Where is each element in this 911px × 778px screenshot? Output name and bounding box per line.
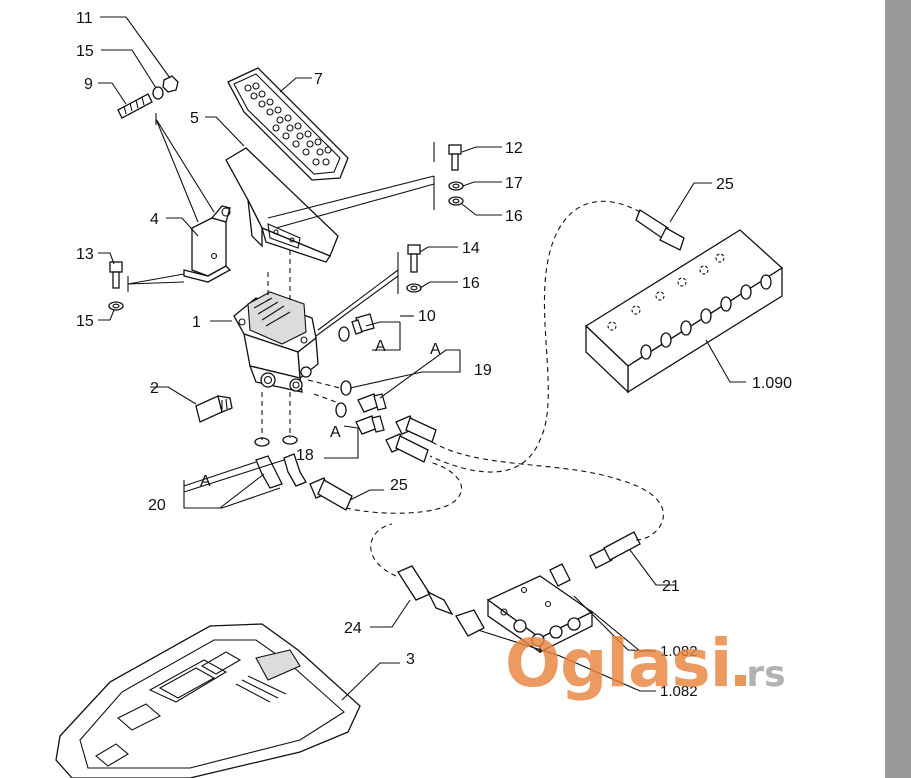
- callout-4: 4: [150, 211, 159, 228]
- callout-25-top: 25: [716, 176, 734, 193]
- callout-labels: 11 15 9 7 5 12 17 16 25 4 13 14 16 15 1 …: [76, 10, 792, 700]
- hydraulic-line: [261, 200, 664, 577]
- callout-17: 17: [505, 175, 523, 192]
- bolt-part: [448, 144, 464, 206]
- callout-1-082-bottom: 1.082: [660, 683, 698, 700]
- callout-21: 21: [662, 578, 680, 595]
- pedal-lever-part: [225, 147, 339, 263]
- callout-2: 2: [150, 380, 159, 397]
- callout-9: 9: [84, 76, 93, 93]
- callout-10: 10: [418, 308, 436, 325]
- valve-block-part: [486, 575, 594, 654]
- callout-16-mid: 16: [462, 275, 480, 292]
- watermark-brand: Oglasi: [505, 625, 732, 702]
- vertical-scrollbar[interactable]: [885, 0, 911, 778]
- callout-11: 11: [76, 10, 93, 27]
- callout-25-bottom: 25: [390, 477, 408, 494]
- hose-end-part: [635, 209, 685, 251]
- callout-14: 14: [462, 240, 480, 257]
- callout-12: 12: [505, 140, 523, 157]
- callout-20: 20: [148, 497, 166, 514]
- bolt-part: [108, 261, 124, 311]
- pedal-plate-part: [227, 67, 349, 181]
- bracket-part: [183, 205, 232, 283]
- fitting-part: [351, 313, 375, 335]
- callout-13: 13: [76, 246, 94, 263]
- callout-1: 1: [192, 314, 201, 331]
- callout-19: 19: [474, 362, 492, 379]
- callout-15-bottom: 15: [76, 313, 94, 330]
- watermark-dot: [735, 675, 747, 686]
- valve-body-part: [233, 291, 319, 393]
- stud-bolt-part: [117, 93, 153, 119]
- hose-end-part: [309, 477, 353, 511]
- callout-A-4: A: [200, 473, 211, 490]
- bolt-part: [406, 244, 422, 293]
- callout-5: 5: [190, 110, 199, 127]
- hose-end-part: [549, 531, 641, 587]
- callout-18: 18: [296, 447, 314, 464]
- elbow-fitting-part: [255, 453, 307, 489]
- callout-1-090: 1.090: [752, 375, 792, 392]
- callout-A-1: A: [375, 338, 386, 355]
- watermark-tld: rs: [746, 654, 786, 695]
- straight-fitting-part: [355, 393, 387, 435]
- callout-A-3: A: [330, 424, 341, 441]
- nut-part: [162, 75, 179, 93]
- floor-mat-part: [55, 623, 361, 778]
- o-ring-part: [254, 326, 352, 447]
- leader-lines: [98, 16, 746, 701]
- callout-A-2: A: [430, 341, 441, 358]
- callout-15-top: 15: [76, 43, 94, 60]
- callout-7: 7: [314, 71, 323, 88]
- grouping-brackets: [127, 113, 461, 509]
- manifold-block-part: [584, 229, 784, 394]
- washer-part: [152, 86, 164, 100]
- callout-24: 24: [344, 620, 362, 637]
- hose-end-part: [397, 565, 485, 637]
- callout-3: 3: [406, 651, 415, 668]
- callout-16-top: 16: [505, 208, 523, 225]
- hose-end-part: [385, 415, 437, 463]
- watermark-logo: Oglasi rs: [505, 625, 786, 702]
- sensor-part: [195, 395, 233, 423]
- callout-1-082-top: 1.082: [660, 643, 698, 660]
